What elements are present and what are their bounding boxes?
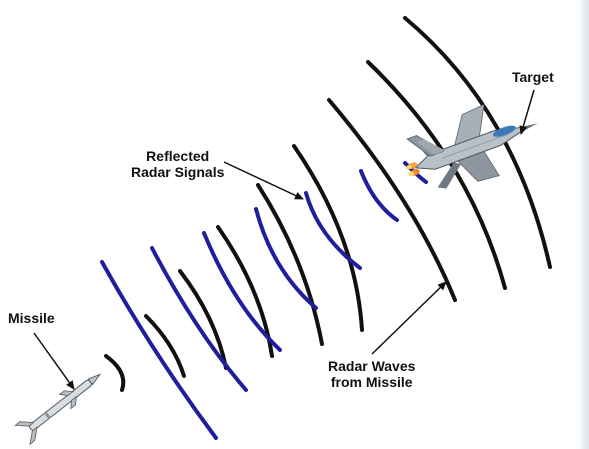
outgoing-wave-4 (216, 225, 274, 358)
reflected-wave-3 (202, 231, 282, 352)
reflected-wave-4 (254, 207, 318, 310)
outgoing-radar-waves (104, 16, 552, 392)
outgoing-wave-2 (144, 314, 186, 378)
missile-icon (14, 373, 102, 446)
reflected-signals-label: Reflected Radar Signals (131, 148, 225, 180)
missile-arrow (33, 332, 75, 390)
outgoing-wave-7 (327, 98, 457, 302)
reflected-wave-5 (304, 191, 362, 270)
outgoing-wave-6 (292, 144, 364, 332)
outgoing-wave-5 (256, 183, 324, 346)
outgoing-wave-1 (104, 354, 126, 392)
radar-waves-label: Radar Waves from Missile (328, 358, 416, 390)
reflected-arrow (223, 161, 304, 200)
reflected-wave-1 (100, 260, 218, 440)
reflected-radar-signals (100, 161, 428, 440)
outgoing-wave-3 (178, 269, 228, 370)
reflected-wave-2 (150, 246, 248, 392)
fighter-jet-icon (405, 103, 538, 189)
waves-arrow (371, 281, 447, 355)
background-edge (578, 0, 589, 449)
reflected-wave-6 (359, 169, 399, 222)
missile-label: Missile (8, 310, 55, 326)
outgoing-wave-9 (403, 16, 552, 269)
annotation-arrows (33, 89, 535, 390)
target-label: Target (512, 69, 554, 85)
target-arrow (519, 89, 535, 135)
